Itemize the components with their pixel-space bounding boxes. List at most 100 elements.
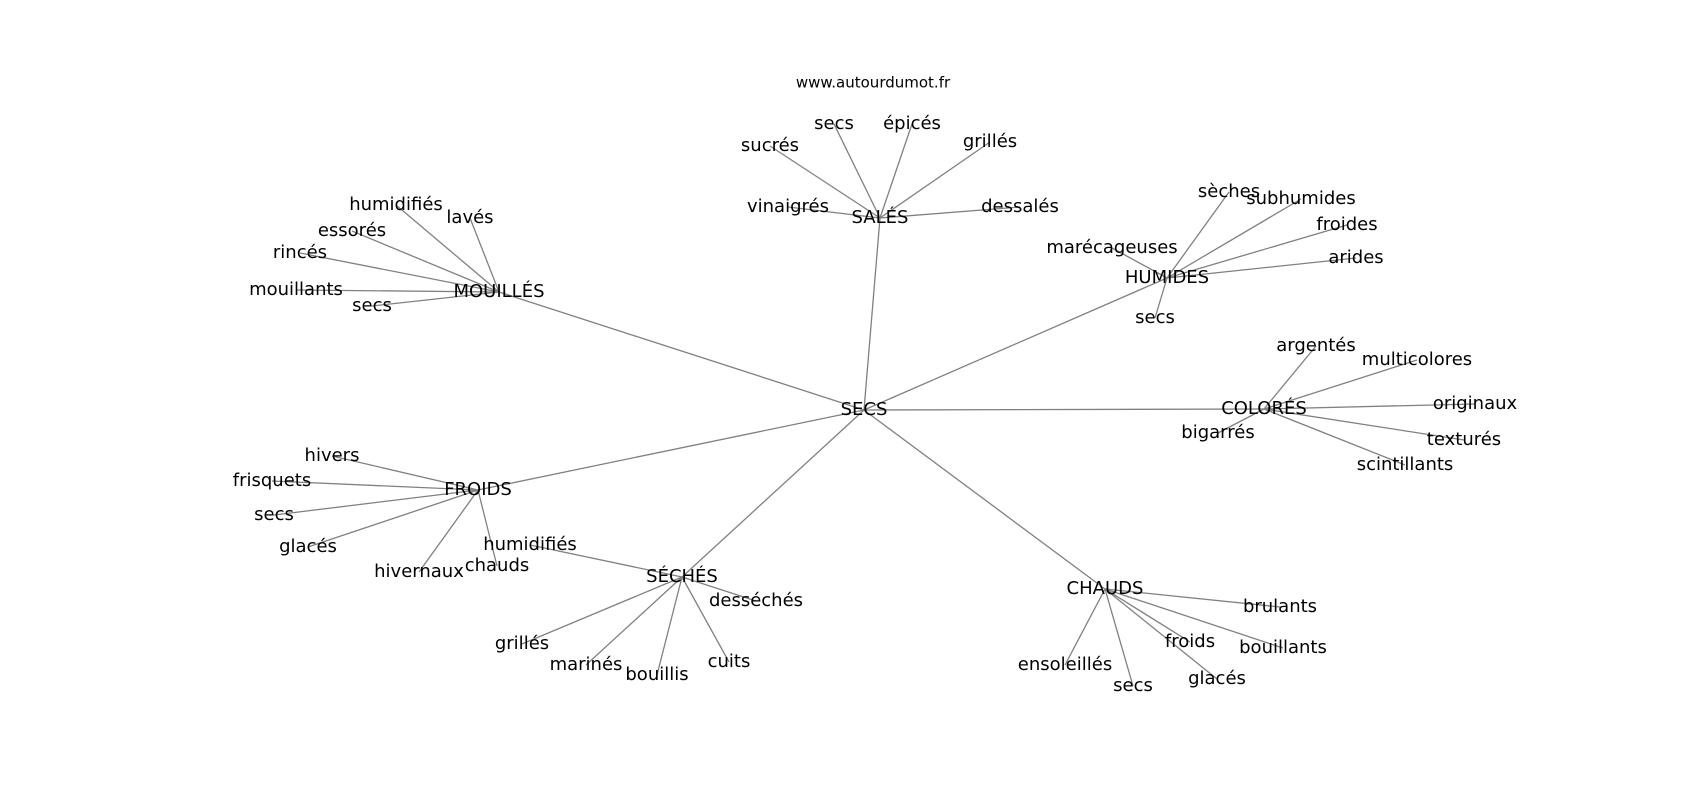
hub-word-colores[interactable]: COLORÉS bbox=[1221, 397, 1307, 419]
edge-sales-grilles bbox=[879, 141, 991, 219]
edge-sales-sucres bbox=[769, 145, 881, 219]
leaf-word-ensoleilles[interactable]: ensoleillés bbox=[1018, 654, 1112, 675]
edge-humides-froides bbox=[1166, 224, 1348, 279]
edge-humides-secs bbox=[1154, 277, 1168, 319]
leaf-word-grilles[interactable]: grillés bbox=[495, 633, 549, 654]
leaf-word-mouillants[interactable]: mouillants bbox=[249, 279, 343, 300]
leaf-word-secs[interactable]: secs bbox=[1113, 675, 1153, 696]
leaf-word-glaces[interactable]: glacés bbox=[1188, 668, 1246, 689]
edge-chauds-bouillants bbox=[1104, 588, 1284, 649]
edge-humides-subhumides bbox=[1166, 198, 1302, 279]
leaf-word-argentes[interactable]: argentés bbox=[1276, 335, 1356, 356]
edge-mouilles-essores bbox=[351, 230, 500, 293]
leaf-word-humidifies[interactable]: humidifiés bbox=[349, 194, 443, 215]
edge-chauds-brulants bbox=[1104, 588, 1281, 608]
hub-word-mouilles[interactable]: MOUILLÉS bbox=[453, 280, 544, 302]
leaf-word-bouillis[interactable]: bouillis bbox=[625, 664, 688, 685]
leaf-word-secs[interactable]: secs bbox=[254, 504, 294, 525]
edge-sales-secs bbox=[833, 123, 881, 219]
edge-center-sales bbox=[863, 217, 881, 411]
edge-chauds-ensoleilles bbox=[1064, 588, 1106, 666]
leaf-word-froids[interactable]: froids bbox=[1165, 631, 1215, 652]
edge-froids-hivernaux bbox=[418, 489, 479, 573]
edge-humides-seches bbox=[1166, 191, 1230, 279]
leaf-word-epices[interactable]: épicés bbox=[883, 113, 941, 134]
leaf-word-dessales[interactable]: dessalés bbox=[981, 196, 1059, 217]
edge-colores-textures bbox=[1263, 408, 1465, 441]
edge-froids-secs bbox=[273, 489, 479, 516]
hub-word-froids[interactable]: FROIDS bbox=[444, 479, 512, 500]
leaf-word-secs[interactable]: secs bbox=[352, 295, 392, 316]
leaf-word-subhumides[interactable]: subhumides bbox=[1246, 188, 1355, 209]
leaf-word-frisquets[interactable]: frisquets bbox=[233, 470, 311, 491]
leaf-word-seches[interactable]: sèches bbox=[1198, 181, 1260, 202]
hub-word-seches[interactable]: SÉCHÉS bbox=[646, 565, 718, 587]
leaf-word-originaux[interactable]: originaux bbox=[1433, 393, 1518, 414]
leaf-word-bigarres[interactable]: bigarrés bbox=[1181, 422, 1254, 443]
edge-colores-multicolores bbox=[1263, 359, 1418, 410]
edge-froids-glaces bbox=[307, 489, 479, 548]
edge-colores-scintillants bbox=[1263, 408, 1406, 466]
edge-colores-argentes bbox=[1263, 345, 1317, 410]
edge-colores-originaux bbox=[1263, 403, 1476, 410]
edge-froids-chauds bbox=[477, 489, 498, 567]
center-word[interactable]: SECS bbox=[841, 399, 888, 420]
edge-mouilles-rinces bbox=[299, 252, 500, 293]
edge-seches-cuits bbox=[681, 576, 730, 663]
leaf-word-essores[interactable]: essorés bbox=[318, 220, 386, 241]
leaf-word-marecageuses[interactable]: marécageuses bbox=[1046, 237, 1177, 258]
leaf-word-laves[interactable]: lavés bbox=[446, 207, 493, 228]
edge-mouilles-humidifies bbox=[395, 204, 500, 293]
edge-seches-bouillis bbox=[656, 576, 683, 676]
edge-seches-humidifies bbox=[529, 544, 683, 578]
site-url: www.autourdumot.fr bbox=[796, 74, 951, 92]
edge-sales-epices bbox=[879, 123, 913, 219]
edge-sales-vinaigres bbox=[787, 206, 881, 219]
edge-center-seches bbox=[681, 409, 865, 578]
hub-word-humides[interactable]: HUMIDES bbox=[1125, 267, 1209, 288]
leaf-word-secs[interactable]: secs bbox=[814, 113, 854, 134]
edge-seches-marines bbox=[585, 576, 683, 666]
leaf-word-cuits[interactable]: cuits bbox=[708, 651, 751, 672]
edge-mouilles-laves bbox=[469, 217, 500, 293]
hub-word-chauds[interactable]: CHAUDS bbox=[1067, 578, 1144, 599]
leaf-word-brulants[interactable]: brulants bbox=[1243, 596, 1317, 617]
edge-colores-bigarres bbox=[1217, 408, 1265, 434]
leaf-word-textures[interactable]: texturés bbox=[1427, 429, 1501, 450]
edge-froids-hivers bbox=[331, 455, 479, 491]
leaf-word-chauds[interactable]: chauds bbox=[465, 555, 530, 576]
leaf-word-secs[interactable]: secs bbox=[1135, 307, 1175, 328]
leaf-word-marines[interactable]: marinés bbox=[550, 654, 623, 675]
edge-mouilles-mouillants bbox=[295, 289, 500, 293]
leaf-word-arides[interactable]: arides bbox=[1328, 247, 1383, 268]
edge-center-chauds bbox=[863, 409, 1106, 590]
edge-seches-desseches bbox=[681, 576, 757, 602]
leaf-word-grilles[interactable]: grillés bbox=[963, 131, 1017, 152]
edge-humides-arides bbox=[1166, 257, 1357, 279]
leaf-word-glaces[interactable]: glacés bbox=[279, 536, 337, 557]
edge-center-colores bbox=[863, 408, 1265, 411]
edge-froids-frisquets bbox=[271, 480, 479, 491]
leaf-word-hivernaux[interactable]: hivernaux bbox=[374, 561, 464, 582]
edge-sales-dessales bbox=[879, 206, 1021, 219]
edges bbox=[271, 123, 1476, 687]
edge-center-mouilles bbox=[498, 291, 865, 411]
leaf-word-desseches[interactable]: desséchés bbox=[709, 590, 803, 611]
leaf-word-multicolores[interactable]: multicolores bbox=[1362, 349, 1472, 370]
leaf-word-scintillants[interactable]: scintillants bbox=[1357, 454, 1454, 475]
edge-chauds-secs bbox=[1104, 588, 1134, 687]
edge-humides-marecageuses bbox=[1111, 247, 1168, 279]
edge-chauds-glaces bbox=[1104, 588, 1218, 680]
leaf-word-vinaigres[interactable]: vinaigrés bbox=[747, 196, 829, 217]
leaf-word-rinces[interactable]: rincés bbox=[273, 242, 327, 263]
leaf-word-sucres[interactable]: sucrés bbox=[741, 135, 799, 156]
leaf-word-bouillants[interactable]: bouillants bbox=[1239, 637, 1327, 658]
leaf-word-humidifies[interactable]: humidifiés bbox=[483, 534, 577, 555]
edge-mouilles-secs bbox=[371, 291, 500, 307]
hub-word-sales[interactable]: SALÉS bbox=[852, 206, 909, 228]
leaf-word-froides[interactable]: froides bbox=[1316, 214, 1377, 235]
edge-chauds-froids bbox=[1104, 588, 1191, 643]
edge-center-froids bbox=[477, 409, 865, 491]
edge-seches-grilles bbox=[521, 576, 683, 645]
leaf-word-hivers[interactable]: hivers bbox=[305, 445, 360, 466]
